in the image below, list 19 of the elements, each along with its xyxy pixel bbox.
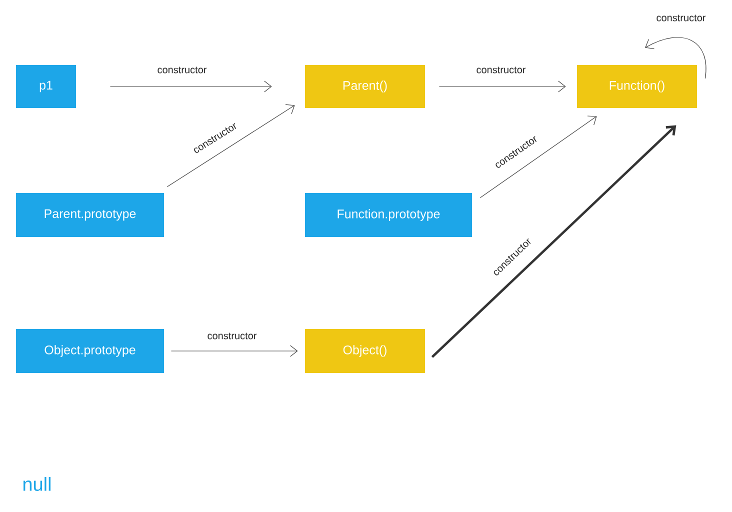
class-box: Object() — [305, 329, 425, 373]
edge-label: constructor — [158, 66, 207, 74]
arrow — [166, 104, 295, 188]
arrow — [170, 345, 298, 357]
arrow — [480, 116, 597, 198]
class-box: p1 — [16, 65, 76, 108]
edge-label: constructor — [476, 66, 526, 74]
arrow — [431, 125, 676, 358]
arrow — [645, 37, 706, 79]
class-box: Parent() — [305, 65, 425, 108]
arrow — [438, 80, 566, 92]
edge-label: constructor — [208, 332, 257, 340]
class-box: Parent.prototype — [16, 193, 164, 237]
edge-label: constructor — [656, 14, 706, 22]
class-box: Function.prototype — [305, 193, 472, 237]
class-box: Function() — [577, 65, 697, 108]
arrow — [110, 80, 272, 92]
null-label: null — [23, 477, 50, 491]
class-box: Object.prototype — [16, 329, 164, 373]
